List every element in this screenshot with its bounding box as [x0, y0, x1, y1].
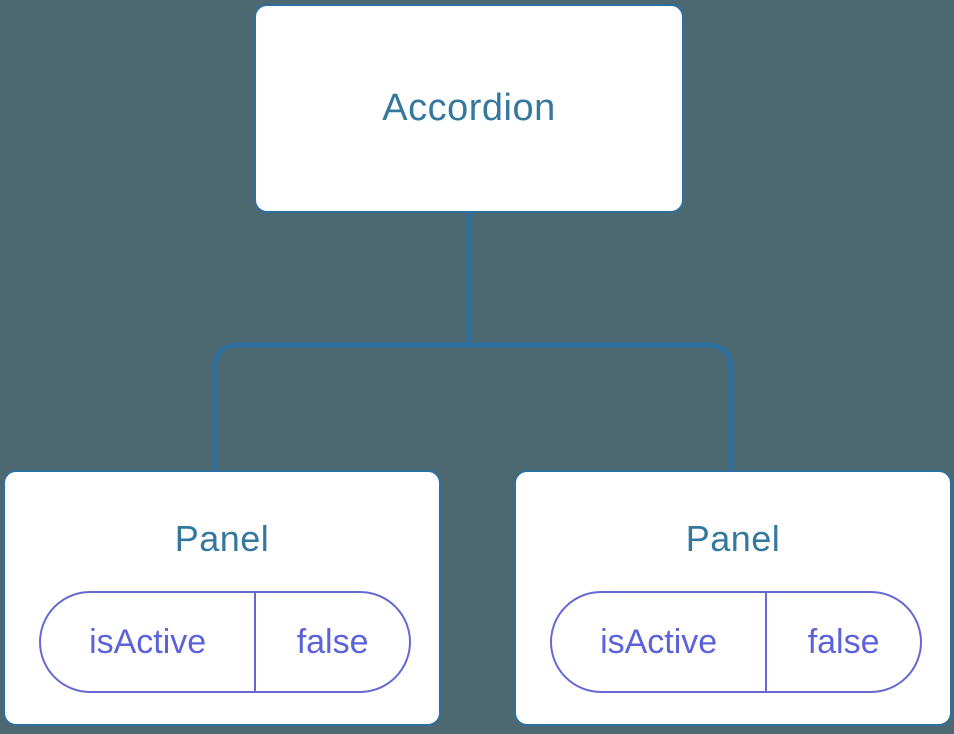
node-panel-1: Panel isActive false: [3, 470, 441, 726]
connector-branch: [212, 342, 734, 471]
node-panel-1-label: Panel: [174, 518, 270, 559]
state-value: false: [296, 622, 369, 661]
node-accordion: Accordion: [254, 4, 684, 213]
node-panel-2-label: Panel: [685, 518, 781, 559]
state-name: isActive: [552, 593, 768, 691]
state-value: false: [807, 622, 880, 661]
state-pill-panel-2: isActive false: [550, 591, 922, 693]
node-panel-2: Panel isActive false: [514, 470, 952, 726]
state-name: isActive: [41, 593, 257, 691]
state-pill-panel-1: isActive false: [39, 591, 411, 693]
node-accordion-label: Accordion: [382, 87, 556, 129]
